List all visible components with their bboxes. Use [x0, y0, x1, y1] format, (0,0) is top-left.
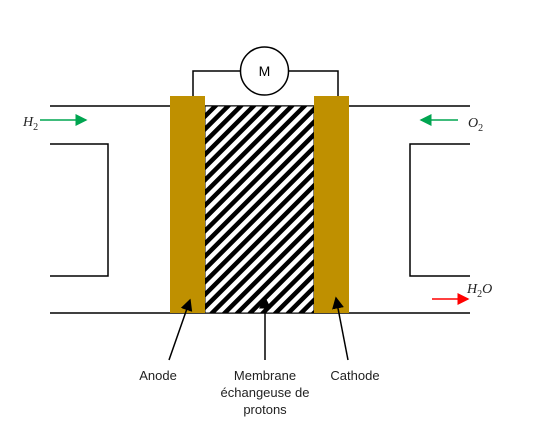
- hydrogen-subscript: 2: [33, 121, 39, 133]
- hydrogen-label: H2: [23, 115, 38, 133]
- right-chamber-wall: [409, 143, 470, 277]
- motor-symbol: [239, 46, 290, 96]
- cathode-electrode: [314, 96, 349, 313]
- membrane-label-line1: Membrane: [233, 368, 297, 383]
- water-symbol: H: [467, 282, 478, 297]
- circuit-wire-right: [289, 70, 339, 96]
- anode-label: Anode: [139, 368, 177, 383]
- hydrogen-symbol: H: [23, 115, 34, 130]
- water-tail: O: [482, 282, 493, 297]
- oxygen-symbol: O: [468, 116, 479, 131]
- water-label: H2O: [467, 282, 492, 300]
- membrane-label: Membrane échangeuse de protons: [200, 367, 330, 418]
- left-chamber-wall: [50, 143, 109, 277]
- anode-electrode: [170, 96, 205, 313]
- membrane-label-line2: échangeuse de: [220, 385, 310, 400]
- proton-exchange-membrane: [204, 105, 315, 314]
- oxygen-subscript: 2: [478, 122, 484, 134]
- anode-pointer-arrow: [168, 298, 193, 361]
- water-subscript: 2: [477, 288, 483, 300]
- cathode-pointer-arrow: [332, 296, 349, 361]
- oxygen-label: O2: [468, 116, 483, 134]
- circuit-wire-left: [192, 70, 240, 96]
- cathode-label: Cathode: [330, 368, 380, 383]
- membrane-label-line3: protons: [243, 402, 287, 417]
- motor-label: M: [259, 63, 271, 79]
